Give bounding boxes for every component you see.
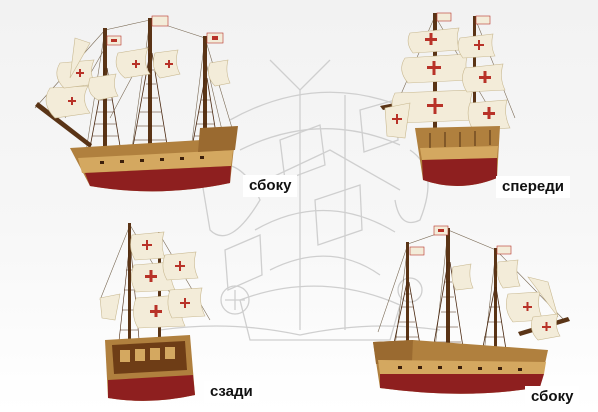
ship-front-view-image bbox=[380, 12, 516, 187]
ship-side-view-image bbox=[34, 15, 238, 192]
view-label-rear: сзади bbox=[204, 381, 259, 403]
view-label-side: сбоку bbox=[243, 175, 298, 197]
ship-side-view-image bbox=[373, 225, 570, 394]
view-label-front: спереди bbox=[496, 176, 570, 198]
ship-rear-view-image bbox=[99, 223, 211, 401]
view-label-side: сбоку bbox=[525, 386, 580, 408]
